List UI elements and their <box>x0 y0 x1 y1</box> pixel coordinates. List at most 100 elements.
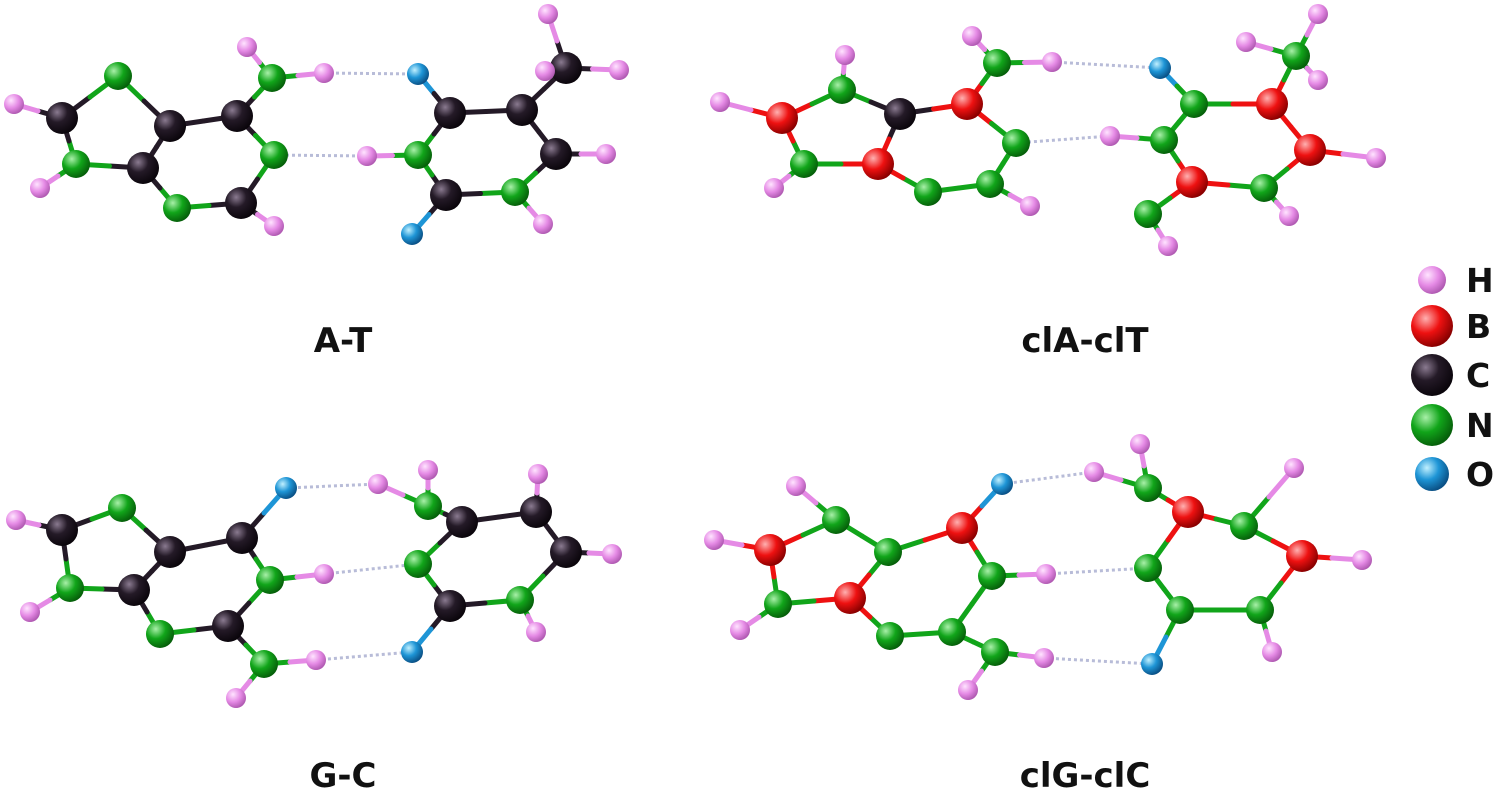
hydrogen-atom <box>237 37 257 57</box>
hydrogen-atom <box>1308 70 1328 90</box>
bond-layer <box>717 11 1379 249</box>
hydrogen-atom <box>730 620 750 640</box>
carbon-atom <box>506 94 538 126</box>
nitrogen-atom <box>914 178 942 206</box>
carbon-atom <box>540 138 572 170</box>
hydrogen-atom <box>835 45 855 65</box>
nitrogen-atom <box>828 76 856 104</box>
carbon-atom <box>154 110 186 142</box>
panel-label-a-t: A-T <box>314 321 373 361</box>
legend-swatch-n <box>1411 404 1453 446</box>
hydrogen-atom <box>20 602 40 622</box>
hydrogen-atom <box>958 680 978 700</box>
nitrogen-atom <box>146 620 174 648</box>
hbond-layer <box>273 71 419 158</box>
hydrogen-bond <box>323 71 419 76</box>
boron-atom <box>1256 88 1288 120</box>
hydrogen-atom <box>314 63 334 83</box>
hbond-layer <box>1015 60 1161 145</box>
hydrogen-bond <box>315 650 413 662</box>
carbon-atom <box>884 98 916 130</box>
element-legend: H B C N O <box>1411 261 1494 494</box>
hydrogen-atom <box>1036 564 1056 584</box>
carbon-atom <box>46 514 78 546</box>
boron-atom <box>1176 166 1208 198</box>
nitrogen-atom <box>1250 174 1278 202</box>
nitrogen-atom <box>978 562 1006 590</box>
boron-atom <box>951 88 983 120</box>
nitrogen-atom <box>790 150 818 178</box>
legend-swatch-o <box>1415 457 1449 491</box>
hydrogen-atom <box>1042 52 1062 72</box>
hydrogen-atom <box>538 4 558 24</box>
hydrogen-atom <box>30 178 50 198</box>
panel-g-c <box>6 460 622 708</box>
hydrogen-atom <box>1130 434 1150 454</box>
legend-swatch-b <box>1411 305 1453 347</box>
carbon-atom <box>127 152 159 184</box>
atom-layer <box>704 434 1372 700</box>
nitrogen-atom <box>876 622 904 650</box>
boron-atom <box>1286 540 1318 572</box>
oxygen-atom <box>1141 653 1163 675</box>
hydrogen-atom <box>226 688 246 708</box>
boron-atom <box>754 534 786 566</box>
legend-label-c: C <box>1466 356 1490 395</box>
hydrogen-atom <box>962 26 982 46</box>
hydrogen-atom <box>764 178 784 198</box>
panel-label-clg-clc: clG-clC <box>1020 756 1151 791</box>
carbon-atom <box>446 506 478 538</box>
nitrogen-atom <box>56 574 84 602</box>
atom-layer <box>710 4 1386 256</box>
nitrogen-atom <box>250 650 278 678</box>
hydrogen-atom <box>535 61 555 81</box>
hydrogen-atom <box>1034 648 1054 668</box>
hydrogen-bond <box>1043 656 1153 666</box>
hydrogen-atom <box>1084 462 1104 482</box>
hydrogen-atom <box>1236 32 1256 52</box>
nitrogen-atom <box>822 506 850 534</box>
nitrogen-atom <box>983 49 1011 77</box>
hydrogen-atom <box>1366 148 1386 168</box>
boron-atom <box>946 512 978 544</box>
nitrogen-atom <box>1230 512 1258 540</box>
hydrogen-atom <box>418 460 438 480</box>
hydrogen-atom <box>704 530 724 550</box>
hbond-layer <box>1001 470 1153 666</box>
hydrogen-atom <box>602 544 622 564</box>
nitrogen-atom <box>981 638 1009 666</box>
hydrogen-bond <box>1051 60 1161 70</box>
hydrogen-bond <box>1045 566 1149 576</box>
hydrogen-bond <box>1001 470 1095 486</box>
panel-label-g-c: G-C <box>310 756 377 791</box>
nitrogen-atom <box>414 492 442 520</box>
panel-clg-clc <box>704 434 1372 700</box>
legend-label-b: B <box>1466 307 1491 346</box>
nitrogen-atom <box>1166 596 1194 624</box>
atom-layer <box>6 460 622 708</box>
hydrogen-atom <box>526 622 546 642</box>
oxygen-atom <box>275 477 297 499</box>
carbon-atom <box>434 97 466 129</box>
carbon-atom <box>221 100 253 132</box>
nitrogen-atom <box>764 590 792 618</box>
carbon-atom <box>46 102 78 134</box>
carbon-atom <box>430 179 462 211</box>
legend-swatch-c <box>1411 354 1453 396</box>
hydrogen-atom <box>710 92 730 112</box>
hydrogen-atom <box>786 476 806 496</box>
nitrogen-atom <box>506 586 534 614</box>
nitrogen-atom <box>976 170 1004 198</box>
boron-atom <box>862 148 894 180</box>
hydrogen-bond <box>323 562 419 576</box>
carbon-atom <box>226 522 258 554</box>
carbon-atom <box>154 536 186 568</box>
hydrogen-atom <box>528 464 548 484</box>
hydrogen-atom <box>368 474 388 494</box>
nitrogen-atom <box>404 141 432 169</box>
carbon-atom <box>550 536 582 568</box>
hydrogen-atom <box>1020 196 1040 216</box>
hydrogen-atom <box>1279 206 1299 226</box>
nitrogen-atom <box>501 178 529 206</box>
hydrogen-atom <box>1284 458 1304 478</box>
